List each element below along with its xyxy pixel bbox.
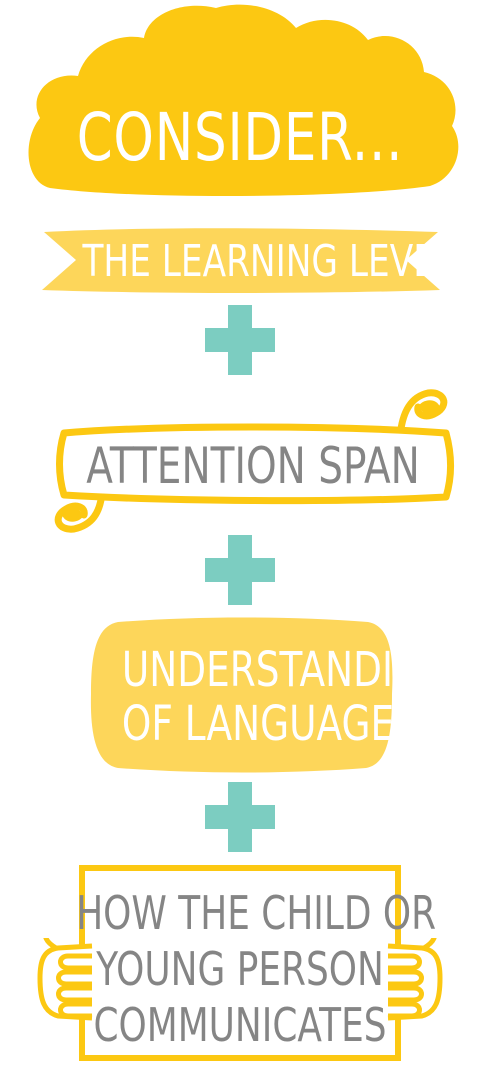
cloud-section: CONSIDER...: [20, 0, 460, 205]
learning-level-banner: THE LEARNING LEVEL: [38, 224, 455, 296]
consider-heading: CONSIDER...: [76, 99, 404, 176]
sign-line1: HOW THE CHILD OR: [76, 886, 437, 940]
scroll-banner: [54, 389, 454, 533]
plus-icon: [205, 305, 275, 375]
ribbon-banner: [42, 228, 440, 293]
plus-icon: [205, 782, 275, 852]
learning-level-label: THE LEARNING LEVEL: [82, 236, 455, 287]
hand-icon: [37, 938, 93, 1021]
sign-line2: YOUNG PERSON: [96, 942, 384, 996]
hand-icon: [387, 938, 443, 1021]
understanding-line2: OF LANGUAGE: [121, 696, 395, 752]
understanding-bubble: UNDERSTANDING OF LANGUAGE: [88, 614, 451, 774]
sign-line3: COMMUNICATES: [93, 998, 387, 1052]
attention-span-label: ATTENTION SPAN: [86, 437, 420, 495]
rounded-bubble: [90, 617, 393, 773]
understanding-line1: UNDERSTANDING: [121, 642, 451, 698]
cloud-shape: [28, 4, 459, 197]
communication-sign: HOW THE CHILD OR YOUNG PERSON COMMUNICAT…: [30, 864, 450, 1066]
plus-icon: [205, 535, 275, 605]
attention-span-scroll: ATTENTION SPAN: [40, 385, 460, 535]
